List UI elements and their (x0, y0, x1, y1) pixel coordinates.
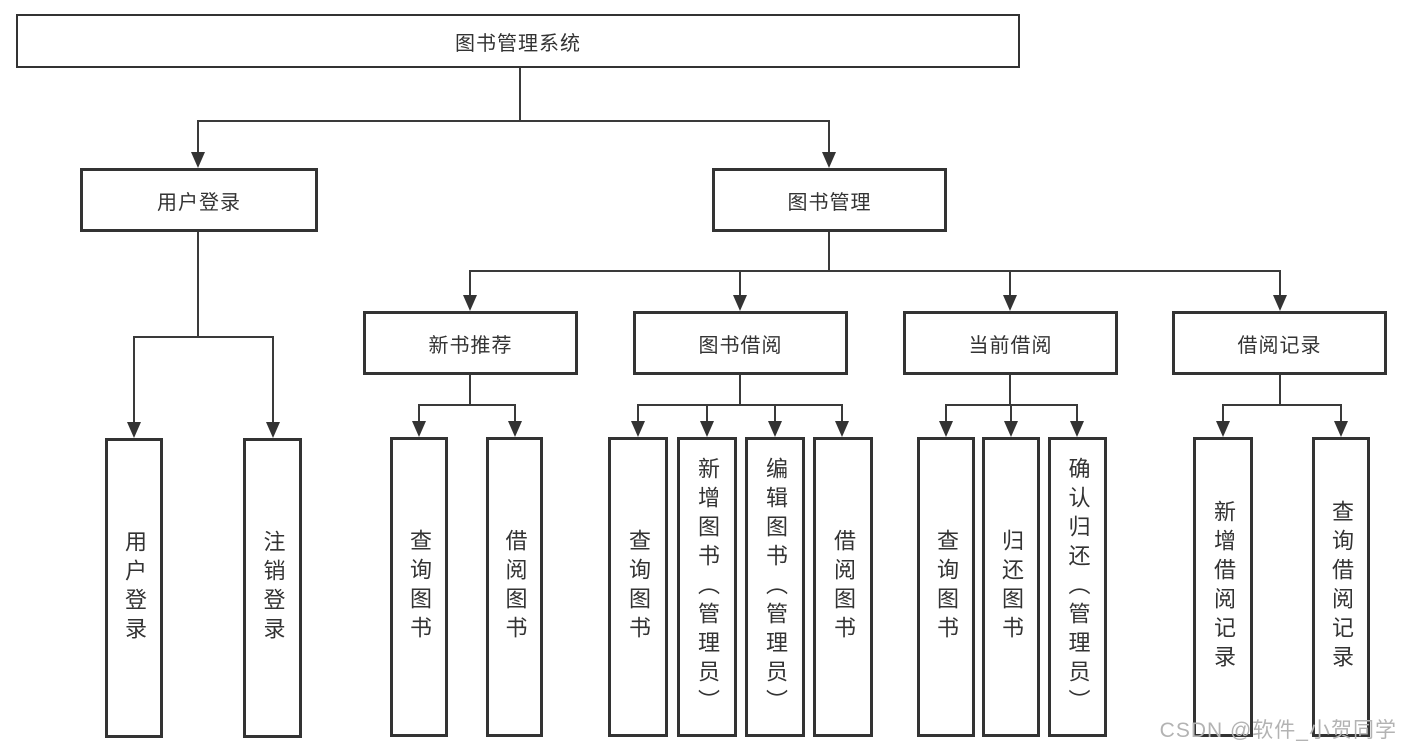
connector-stem (197, 120, 199, 154)
node-library-system: 图书管理系统 (16, 14, 1020, 68)
node-user-login: 用户登录 (80, 168, 318, 232)
arrow-down-icon (412, 421, 426, 437)
connector-stem (774, 404, 776, 423)
connector-stem (828, 232, 830, 272)
leaf-label: 用户登录 (122, 530, 147, 646)
leaf-records-query: 查询借阅记录 (1312, 437, 1370, 737)
leaf-label: 查询图书 (934, 529, 959, 645)
leaf-label: 查询借阅记录 (1329, 500, 1354, 674)
leaf-label: 编辑图书（管理员） (763, 456, 788, 718)
leaf-borrow-borrow-books: 借阅图书 (813, 437, 873, 737)
arrow-down-icon (733, 295, 747, 311)
connector-stem (272, 336, 274, 424)
connector-stem (1076, 404, 1078, 423)
connector-stem (469, 270, 471, 297)
leaf-label: 查询图书 (407, 529, 432, 645)
connector-branch (637, 404, 843, 406)
connector-branch (1222, 404, 1342, 406)
arrow-down-icon (508, 421, 522, 437)
connector-root-stem (519, 68, 521, 120)
connector-stem (706, 404, 708, 423)
connector-stem (1279, 270, 1281, 297)
leaf-label: 借阅图书 (831, 529, 856, 645)
leaf-borrow-query-books: 查询图书 (608, 437, 668, 737)
leaf-current-query-books: 查询图书 (917, 437, 975, 737)
connector-stem (1222, 404, 1224, 423)
leaf-current-return-books: 归还图书 (982, 437, 1040, 737)
arrow-down-icon (1334, 421, 1348, 437)
arrow-down-icon (1004, 421, 1018, 437)
leaf-borrow-add-books-admin: 新增图书（管理员） (677, 437, 737, 737)
connector-stem (418, 404, 420, 423)
connector-stem (739, 270, 741, 297)
connector-stem (841, 404, 843, 423)
arrow-down-icon (463, 295, 477, 311)
leaf-user-login: 用户登录 (105, 438, 163, 738)
connector-stem (945, 404, 947, 423)
arrow-down-icon (939, 421, 953, 437)
connector-stem (1010, 404, 1012, 423)
arrow-down-icon (1070, 421, 1084, 437)
connector-stem (1279, 375, 1281, 406)
node-book-management: 图书管理 (712, 168, 947, 232)
leaf-label: 借阅图书 (502, 529, 528, 645)
arrow-down-icon (191, 152, 205, 168)
node-book-borrow: 图书借阅 (633, 311, 848, 375)
leaf-label: 确认归还（管理员） (1065, 456, 1091, 718)
arrow-down-icon (1216, 421, 1230, 437)
leaf-label: 归还图书 (999, 529, 1024, 645)
connector-branch (133, 336, 274, 338)
leaf-label: 新增借阅记录 (1211, 500, 1236, 674)
connector-stem (1009, 375, 1011, 406)
arrow-down-icon (768, 421, 782, 437)
connector-stem (828, 120, 830, 154)
connector-stem (514, 404, 516, 423)
connector-stem (133, 336, 135, 424)
connector-stem (197, 232, 199, 338)
connector-branch (469, 270, 1281, 272)
leaf-label: 查询图书 (626, 529, 651, 645)
arrow-down-icon (822, 152, 836, 168)
connector-stem (1009, 270, 1011, 297)
leaf-recommend-borrow-books: 借阅图书 (486, 437, 543, 737)
node-current-borrow: 当前借阅 (903, 311, 1118, 375)
arrow-down-icon (127, 422, 141, 438)
arrow-down-icon (1273, 295, 1287, 311)
leaf-logout: 注销登录 (243, 438, 302, 738)
leaf-current-confirm-return-admin: 确认归还（管理员） (1048, 437, 1107, 737)
leaf-label: 注销登录 (260, 530, 286, 646)
connector-root-branch (197, 120, 830, 122)
arrow-down-icon (266, 422, 280, 438)
arrow-down-icon (631, 421, 645, 437)
arrow-down-icon (835, 421, 849, 437)
arrow-down-icon (1003, 295, 1017, 311)
leaf-recommend-query-books: 查询图书 (390, 437, 448, 737)
connector-stem (469, 375, 471, 406)
arrow-down-icon (700, 421, 714, 437)
leaf-label: 新增图书（管理员） (695, 456, 720, 718)
connector-stem (637, 404, 639, 423)
connector-branch (418, 404, 516, 406)
connector-stem (1340, 404, 1342, 423)
node-borrow-records: 借阅记录 (1172, 311, 1387, 375)
leaf-records-add: 新增借阅记录 (1193, 437, 1253, 737)
csdn-watermark: CSDN @软件_小贺同学 (1159, 719, 1397, 742)
leaf-borrow-edit-books-admin: 编辑图书（管理员） (745, 437, 805, 737)
node-new-book-recommend: 新书推荐 (363, 311, 578, 375)
connector-stem (739, 375, 741, 406)
